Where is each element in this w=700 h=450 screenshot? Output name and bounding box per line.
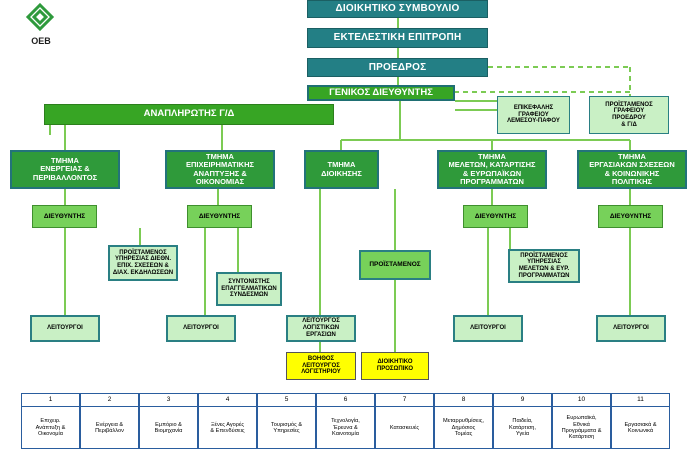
sector-label: Παιδεία, Κατάρτιση, Υγεία [509, 418, 536, 438]
officers-box-studies: ΛΕΙΤΟΥΡΓΟΙ [453, 315, 523, 342]
admin-head-box: ΠΡΟΪΣΤΑΜΕΝΟΣ [359, 250, 431, 280]
director-box-labour: ΔΙΕΥΘΥΝΤΗΣ [598, 205, 663, 228]
dept-labour-relations: ΤΜΗΜΑ ΕΡΓΑΣΙΑΚΩΝ ΣΧΕΣΕΩΝ & ΚΟΙΝΩΝΙΚΗΣ ΠΟ… [577, 150, 687, 189]
accounting-assistant-box: ΒΟΗΘΟΣ ΛΕΙΤΟΥΡΓΟΣ ΛΟΓΙΣΤΗΡΙΟΥ [286, 352, 356, 380]
intl-relations-head-box: ΠΡΟΪΣΤΑΜΕΝΟΣ ΥΠΗΡΕΣΙΑΣ ΔΙΕΘΝ. ΕΠΙΧ. ΣΧΕΣ… [108, 245, 178, 281]
sector-label: Επιχειρ. Ανάπτυξη & Οικονομία [35, 418, 66, 438]
general-director-box: ΓΕΝΙΚΟΣ ΔΙΕΥΘΥΝΤΗΣ [307, 85, 455, 101]
dept-energy-environment: ΤΜΗΜΑ ΕΝΕΡΓΕΙΑΣ & ΠΕΡΙΒΑΛΛΟΝΤΟΣ [10, 150, 120, 189]
sector-number: 9 [494, 394, 551, 407]
sector-number: 4 [199, 394, 256, 407]
sector-number: 11 [612, 394, 669, 407]
president-box: ΠΡΟΕΔΡΟΣ [307, 58, 488, 77]
sector-number: 8 [435, 394, 492, 407]
sector-label: Ξένες Αγορές & Επενδύσεις [210, 421, 245, 434]
director-box-energy: ΔΙΕΥΘΥΝΤΗΣ [32, 205, 97, 228]
sector-label: Τουρισμός & Υπηρεσίες [270, 421, 303, 434]
sector-number: 2 [81, 394, 138, 407]
oeb-logo-icon [25, 2, 55, 32]
associations-coordinator-box: ΣΥΝΤΟΝΙΣΤΗΣ ΕΠΑΓΓΕΛΜΑΤΙΚΩΝ ΣΥΝΔΕΣΜΩΝ [216, 272, 282, 306]
studies-head-box: ΠΡΟΪΣΤΑΜΕΝΟΣ ΥΠΗΡΕΣΙΑΣ ΜΕΛΕΤΩΝ & ΕΥΡ. ΠΡ… [508, 249, 580, 283]
sector-number: 5 [258, 394, 315, 407]
dept-business-development: ΤΜΗΜΑ ΕΠΙΧΕΙΡΗΜΑΤΙΚΗΣ ΑΝΑΠΤΥΞΗΣ & ΟΙΚΟΝΟ… [165, 150, 275, 189]
sector-label: Ενέργεια & Περιβάλλον [95, 421, 124, 434]
sector-label: Κατασκευές [389, 424, 420, 431]
board-box: ΔΙΟΙΚΗΤΙΚΟ ΣΥΜΒΟΥΛΙΟ [307, 0, 488, 18]
director-box-studies: ΔΙΕΥΘΥΝΤΗΣ [463, 205, 528, 228]
director-box-business: ΔΙΕΥΘΥΝΤΗΣ [187, 205, 252, 228]
dept-studies-training: ΤΜΗΜΑ ΜΕΛΕΤΩΝ, ΚΑΤΑΡΤΙΣΗΣ & ΕΥΡΩΠΑΪΚΩΝ Π… [437, 150, 547, 189]
officers-box-labour: ΛΕΙΤΟΥΡΓΟΙ [596, 315, 666, 342]
admin-staff-box: ΔΙΟΙΚΗΤΙΚΟ ΠΡΟΣΩΠΙΚΟ [361, 352, 429, 380]
officers-box-business: ΛΕΙΤΟΥΡΓΟΙ [166, 315, 236, 342]
limassol-office-box: ΕΠΙΚΕΦΑΛΗΣ ΓΡΑΦΕΙΟΥ ΛΕΜΕΣΟΥ-ΠΑΦΟΥ [497, 96, 570, 134]
president-office-box: ΠΡΟΪΣΤΑΜΕΝΟΣ ΓΡΑΦΕΙΟΥ ΠΡΟΕΔΡΟΥ & Γ/Δ [589, 96, 669, 134]
accounting-officer-box: ΛΕΙΤΟΥΡΓΟΣ ΛΟΓΙΣΤΙΚΩΝ ΕΡΓΑΣΙΩΝ [286, 315, 356, 342]
sector-number: 1 [22, 394, 79, 407]
sector-label: Τεχνολογία, Έρευνα & Καινοτομία [331, 418, 360, 438]
sector-number: 10 [553, 394, 610, 407]
sector-label: Μεταρρυθμίσεις, Δημόσιος Τομέας [443, 418, 484, 438]
sector-label: Εμπόριο & Βιομηχανία [154, 421, 183, 434]
sector-label: Εργασιακά & Κοινωνικά [624, 421, 657, 434]
executive-committee-box: ΕΚΤΕΛΕΣΤΙΚΗ ΕΠΙΤΡΟΠΗ [307, 28, 488, 48]
sector-label: Ευρωπαϊκά, Εθνικά Προγράμματα & Κατάρτισ… [561, 415, 602, 441]
officers-box-energy: ΛΕΙΤΟΥΡΓΟΙ [30, 315, 100, 342]
sector-number: 6 [317, 394, 374, 407]
sector-number: 7 [376, 394, 433, 407]
deputy-director-box: ΑΝΑΠΛΗΡΩΤΗΣ Γ/Δ [44, 104, 334, 125]
logo-text: ΟΕΒ [31, 36, 51, 46]
dept-administration: ΤΜΗΜΑ ΔΙΟΙΚΗΣΗΣ [304, 150, 379, 189]
sector-number: 3 [140, 394, 197, 407]
